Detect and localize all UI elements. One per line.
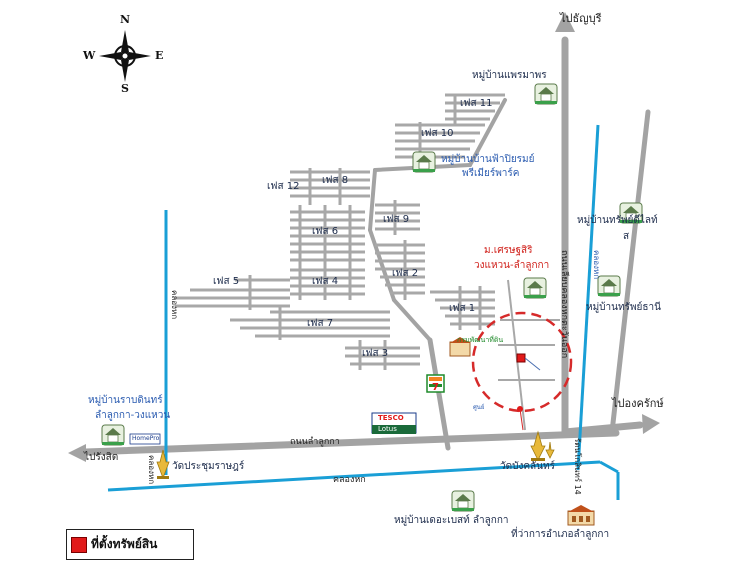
phase-label-9: เฟส 9 (383, 214, 410, 225)
place-label-premier-park: พรีเมียร์พาร์ค (462, 168, 520, 179)
phase-label-7: เฟส 7 (307, 318, 334, 329)
government-office-icon (567, 505, 595, 526)
village-house-icon (523, 277, 547, 299)
legend-swatch-icon (71, 536, 87, 553)
property-circle (471, 311, 573, 431)
phase-label-8: เฟส 8 (322, 175, 349, 186)
compass-west-label: W (83, 49, 96, 62)
road-label-khlong-left: คลองหก (170, 290, 179, 320)
village-house-icon (101, 424, 125, 446)
canal-label-khlong-ha: คลองหก (333, 475, 366, 485)
place-label-wat-bang: วัดบังคลันทร์ (500, 461, 555, 472)
place-label-rabiang: หมู่บ้านราบดินทร์ (88, 395, 163, 406)
canal-label-right: คลองหก (592, 250, 601, 280)
road-label-thanyaburi: ไปธัญบุรี (560, 12, 602, 25)
phase-label-1: เฟส 1 (449, 303, 476, 314)
compass-east-label: E (155, 49, 164, 62)
canal-right (576, 124, 600, 471)
temple-icon (530, 430, 555, 461)
village-house-icon (534, 83, 558, 105)
road-label-lamlukka: ถนนลำลูกกา (290, 437, 340, 447)
property-marker-icon (516, 353, 526, 363)
place-label-wat-prachum: วัดประชุมราษฎร์ (172, 461, 245, 472)
compass-rose-icon (99, 30, 151, 82)
svg-text:7: 7 (432, 382, 439, 393)
phase-label-5: เฟส 5 (213, 276, 240, 287)
phase-label-11: เฟส 11 (460, 98, 493, 109)
canal-khlong-ha (107, 460, 601, 492)
road-label-khlong-14: รัตนโกสินทร์ 14 (573, 438, 582, 495)
phase-label-3: เฟส 3 (362, 348, 389, 359)
phase-label-6: เฟส 6 (312, 226, 339, 237)
lamlukka-road-line (82, 429, 620, 456)
compass-north-label: N (120, 13, 131, 26)
road-network (68, 12, 660, 462)
phase-streets (175, 93, 560, 431)
place-label-sap-delight: หมู่บ้านทรัพย์ดีไลท์ (577, 215, 658, 226)
phase-label-2: เฟส 2 (392, 268, 419, 279)
place-label-amphoe-office: ที่ว่าการอำเภอลำลูกกา (511, 529, 610, 540)
place-label-rabiang-2: ลำลูกกา-วงแหวน (95, 410, 171, 421)
phase-label-4: เฟส 4 (312, 276, 339, 287)
place-label-sap-delight-2: ส (623, 231, 630, 242)
place-label-sap-thani: หมู่บ้านทรัพย์ธานี (586, 302, 661, 313)
canal-network (107, 124, 620, 500)
compass-south-label: S (121, 82, 129, 95)
homepro-logo (129, 433, 161, 445)
landmark-label: กรมพัฒนาที่ดิน (457, 336, 504, 344)
landmark-icon (449, 337, 471, 357)
road-label-ongkharak: ไปองครักษ์ (612, 397, 664, 410)
village-house-icon (412, 151, 436, 173)
arrow-west-icon (68, 444, 86, 462)
arrow-north-icon (555, 12, 575, 32)
phase-label-12: เฟส 12 (267, 181, 300, 192)
diagonal-road-right (609, 109, 651, 435)
village-house-icon (619, 202, 643, 224)
lotus-label: Lotus (378, 425, 397, 433)
place-label-sethabutr-2: วงแหวน-ลำลูกกา (474, 260, 550, 271)
tesco-label: TESCO (378, 414, 404, 422)
place-label-sethabutr: ม.เศรษฐสิริ (484, 245, 533, 256)
village-house-icon (451, 490, 475, 512)
arrow-east-icon (642, 414, 660, 434)
temple-icon (156, 449, 170, 480)
place-label-fah-piyarom: หมู่บ้านบ้านฟ้าปิยรมย์ (441, 154, 535, 165)
road-label-khlong-east: ถนนเลียบคลองหกตะวันออก (559, 250, 569, 359)
legend-label: ที่ตั้งทรัพย์สิน (91, 537, 158, 551)
small-blue-label: ศูนย์ (473, 404, 485, 411)
tesco-lotus-logo (371, 412, 417, 434)
canal-label-left-vertical: คลองหก (147, 455, 156, 485)
road-label-rangsit: ไปรังสิต (84, 452, 119, 463)
homepro-label: HomePro (132, 435, 160, 442)
place-label-phraemaphon: หมู่บ้านแพรมาพร (472, 70, 547, 81)
village-house-icon (597, 275, 621, 297)
seven-eleven-icon: 7 (426, 374, 445, 393)
place-label-the-best: หมู่บ้านเดอะเบสท์ ลำลูกกา (394, 515, 509, 526)
legend: ที่ตั้งทรัพย์สิน (66, 529, 194, 560)
phase-label-10: เฟส 10 (421, 128, 454, 139)
